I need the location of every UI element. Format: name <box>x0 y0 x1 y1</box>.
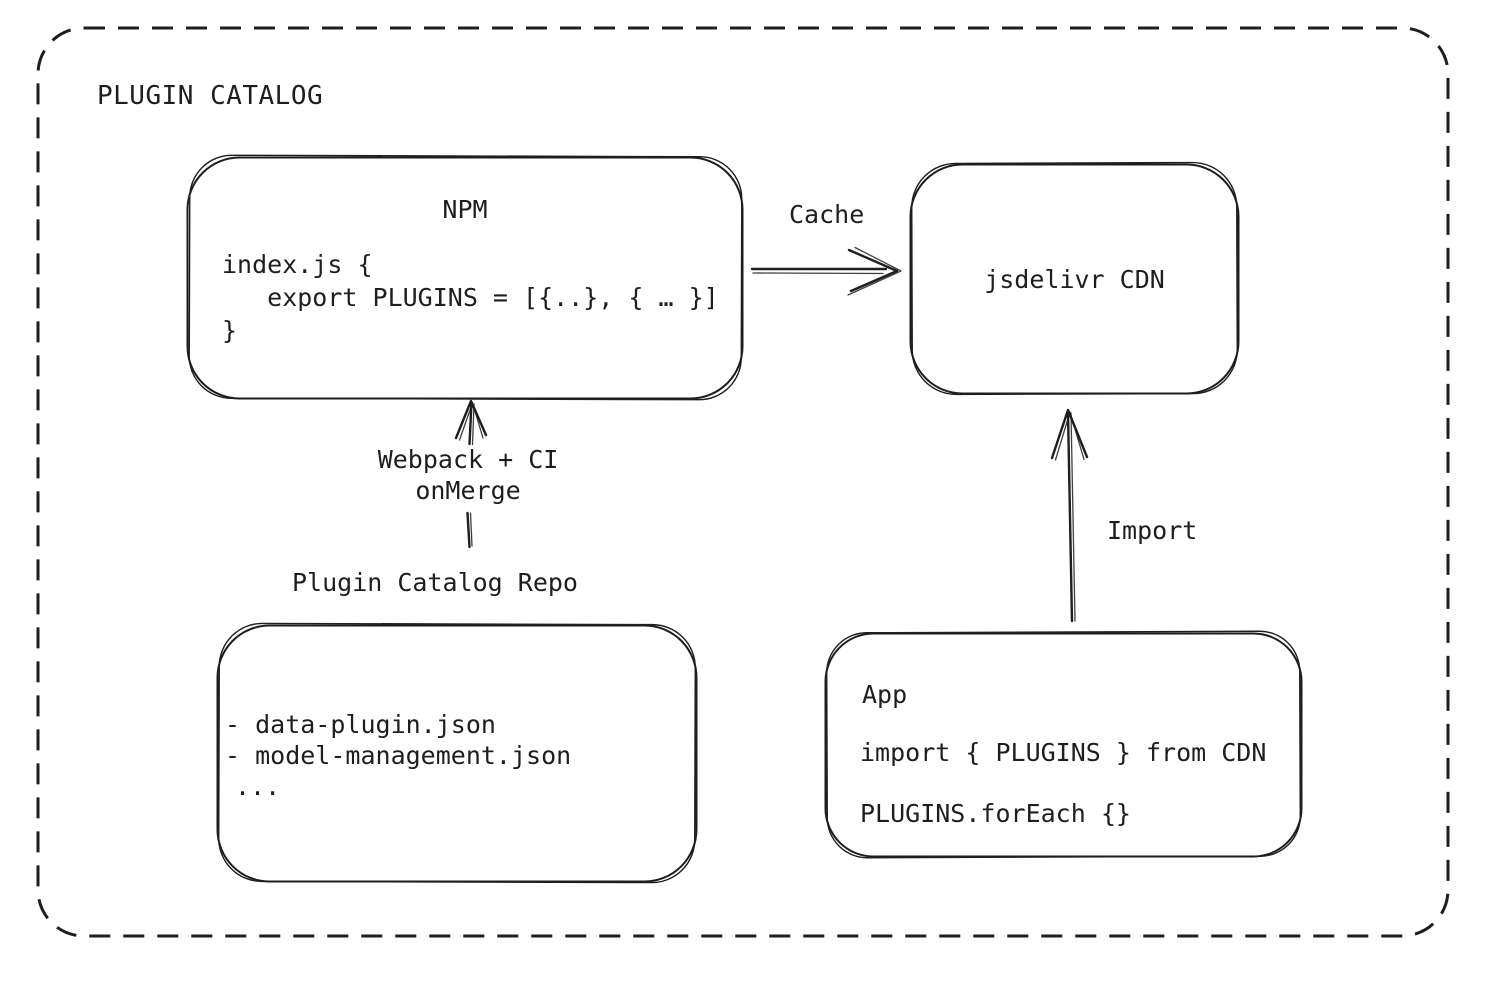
repo-file-list: - data-plugin.json - model-management.js… <box>225 709 571 802</box>
app-code-line: import { PLUGINS } from CDN <box>860 738 1267 767</box>
cdn-box-outline <box>909 161 1240 396</box>
app-box-outline <box>824 630 1303 859</box>
npm-node-title: NPM <box>442 195 488 224</box>
import-arrow <box>1050 408 1089 623</box>
build-arrow <box>454 399 488 549</box>
npm-code-line: } <box>222 316 238 345</box>
repo-file-item: - model-management.json <box>225 741 572 770</box>
build-edge-label-line: Webpack + CI <box>377 445 559 474</box>
repo-file-item: ... <box>235 772 281 801</box>
cdn-node-title: jsdelivr CDN <box>984 264 1165 294</box>
repo-node-label: Plugin Catalog Repo <box>292 568 578 597</box>
node-app: App import { PLUGINS } from CDN PLUGINS.… <box>825 633 1302 857</box>
npm-code-line: export PLUGINS = [{..}, { … }] <box>222 283 719 312</box>
cache-arrow <box>750 246 902 296</box>
cache-edge-label: Cache <box>789 200 865 229</box>
build-edge-label-line: onMerge <box>415 476 521 505</box>
diagram-title: PLUGIN CATALOG <box>97 81 324 111</box>
node-repo: - data-plugin.json - model-management.js… <box>217 625 697 882</box>
import-edge-label: Import <box>1107 516 1198 545</box>
npm-code-block: index.js { export PLUGINS = [{..}, { … }… <box>222 248 719 347</box>
npm-box-outline <box>186 154 744 401</box>
app-code-line: PLUGINS.forEach {} <box>860 799 1131 828</box>
npm-code-line: index.js { <box>222 250 373 279</box>
node-npm: NPM index.js { export PLUGINS = [{..}, {… <box>187 157 743 399</box>
build-edge-label: Webpack + CI onMerge <box>333 444 603 506</box>
app-node-title: App <box>862 680 908 709</box>
repo-file-item: - data-plugin.json <box>225 710 496 739</box>
repo-box-outline <box>216 622 698 884</box>
node-cdn: jsdelivr CDN <box>910 164 1239 394</box>
catalog-boundary <box>36 26 1450 938</box>
